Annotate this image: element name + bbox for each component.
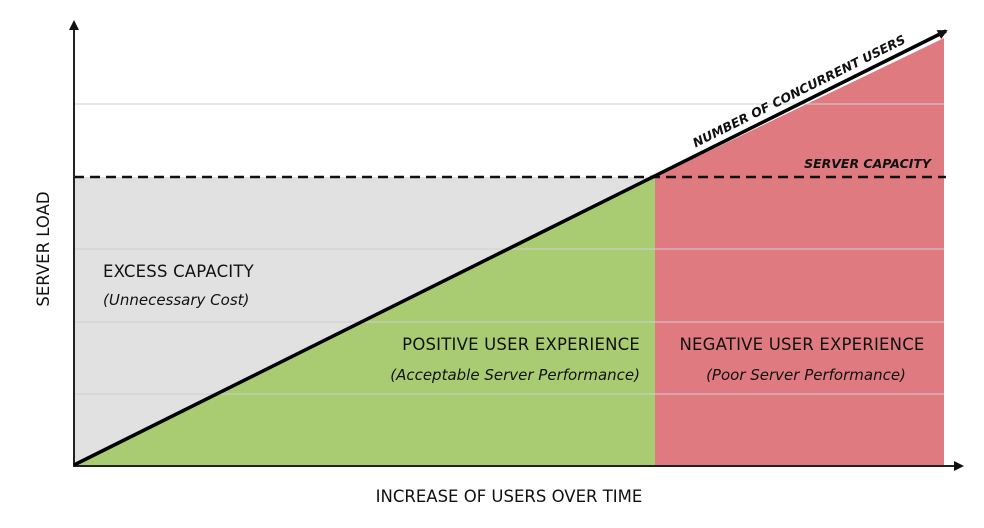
server-capacity-label: SERVER CAPACITY [804, 156, 933, 171]
positive-experience-subtitle: (Acceptable Server Performance) [390, 366, 640, 384]
excess-capacity-title: EXCESS CAPACITY [103, 262, 255, 281]
negative-experience-title: NEGATIVE USER EXPERIENCE [679, 335, 924, 354]
negative-experience-region [655, 38, 944, 465]
negative-experience-subtitle: (Poor Server Performance) [706, 366, 906, 384]
y-axis-title: SERVER LOAD [34, 191, 53, 306]
positive-experience-title: POSITIVE USER EXPERIENCE [402, 335, 640, 354]
excess-capacity-subtitle: (Unnecessary Cost) [103, 291, 249, 309]
x-axis-title: INCREASE OF USERS OVER TIME [376, 487, 643, 506]
concurrent-users-line [73, 29, 948, 467]
